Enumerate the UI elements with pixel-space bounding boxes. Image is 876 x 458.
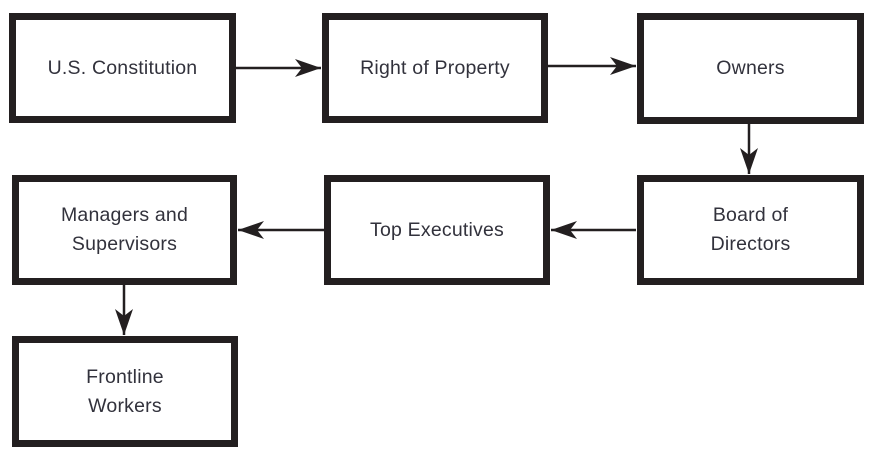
- node-label: Board of Directors: [710, 204, 791, 255]
- node-label: U.S. Constitution: [47, 56, 198, 79]
- node-label: Managers and Supervisors: [60, 204, 189, 255]
- node-frontline-workers: Frontline Workers: [12, 336, 238, 447]
- node-label: Owners: [716, 57, 785, 79]
- node-us-constitution: U.S. Constitution: [9, 13, 236, 123]
- node-label: Top Executives: [370, 218, 504, 241]
- node-board-of-directors: Board of Directors: [637, 175, 864, 285]
- node-right-of-property: Right of Property: [322, 13, 548, 123]
- node-label: Frontline Workers: [86, 365, 164, 417]
- node-managers-supervisors: Managers and Supervisors: [12, 175, 237, 285]
- node-label: Right of Property: [360, 56, 510, 79]
- node-top-executives: Top Executives: [324, 175, 550, 285]
- node-owners: Owners: [637, 13, 864, 124]
